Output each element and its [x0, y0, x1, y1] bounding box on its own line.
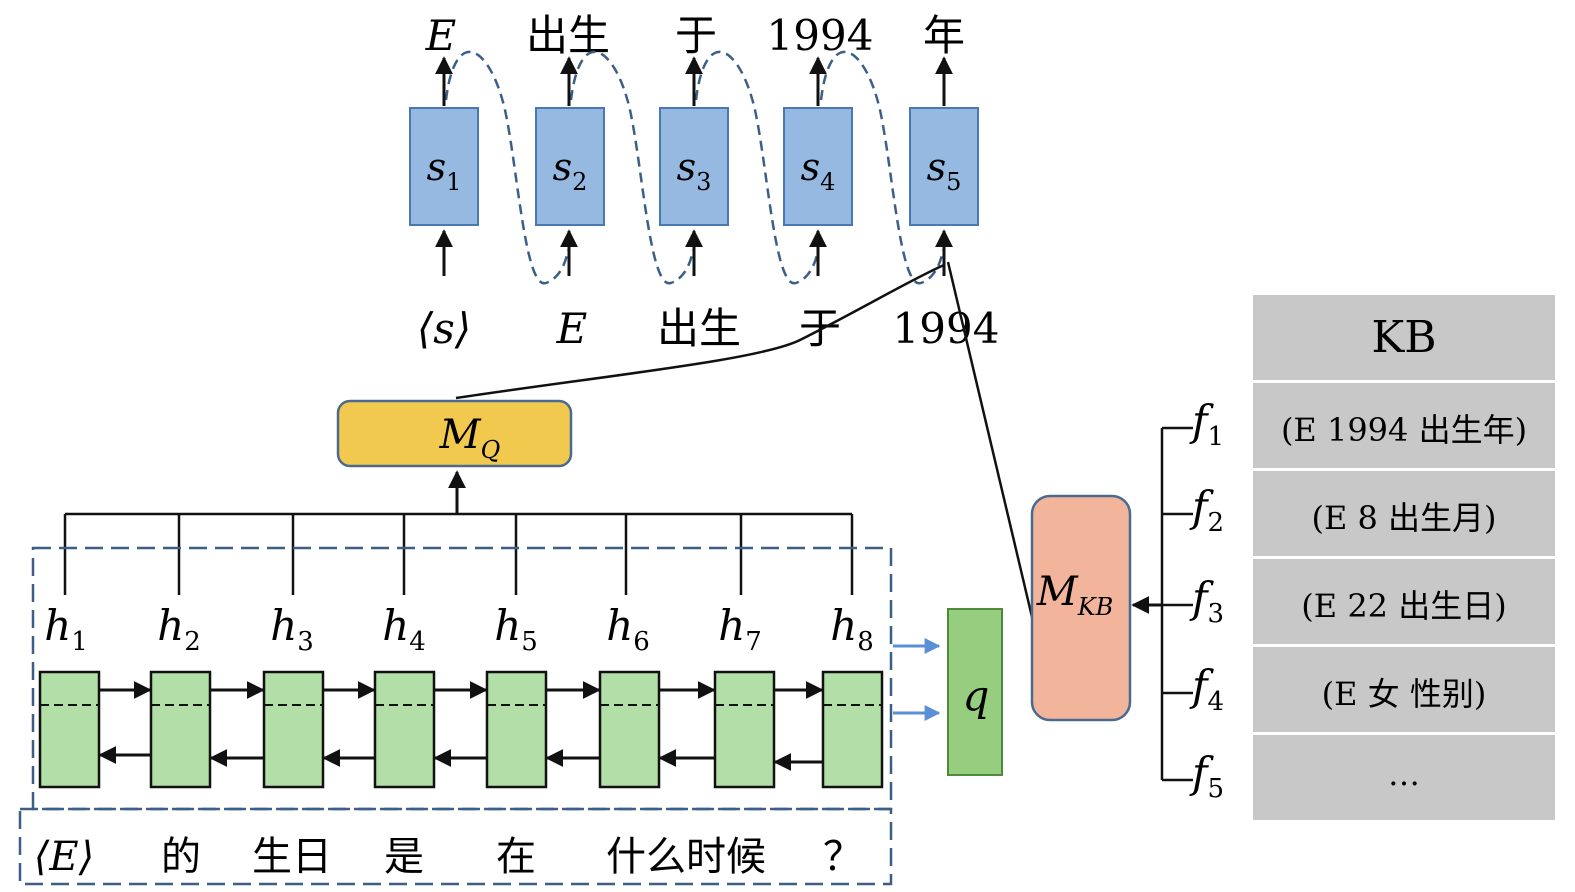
kb-row-1: (E 1994 出生年): [1281, 411, 1527, 449]
mkb-label: MKB: [1036, 569, 1114, 621]
decoder-state-label-1: s1: [427, 145, 462, 196]
attention-curve-2: [569, 50, 695, 285]
attention-curve-3: [694, 50, 820, 285]
decoder-state-box-2: [535, 107, 605, 226]
decoder-state-box-3: [659, 107, 729, 226]
encoder-cell-6: [598, 670, 661, 789]
question-token-3: 生日: [252, 834, 332, 880]
kb-row-cell-4: [1253, 647, 1555, 732]
hidden-label-8: h8: [830, 601, 874, 657]
mkb-to-s5-line: [946, 261, 1034, 618]
encoder-cell-2: [149, 670, 212, 789]
output-token-2: 出生: [526, 11, 610, 60]
mkb-box: [1030, 494, 1132, 722]
decoder-state-label-5: s5: [927, 145, 962, 196]
input-token-3: 出生: [657, 304, 741, 353]
hidden-label-7: h7: [718, 601, 762, 657]
decoder-state-box-4: [783, 107, 853, 226]
question-token-6: 什么时候: [606, 834, 766, 880]
fact-label-2: f2: [1189, 482, 1224, 538]
question-token-1: ⟨E⟩: [34, 834, 94, 880]
output-token-3: 于: [675, 11, 717, 60]
decoder: E 出生 于 1994 年 s1 s2 s3 s4 s5 ⟨s⟩: [409, 11, 1000, 353]
fact-label-5: f5: [1189, 748, 1224, 804]
output-token-5: 年: [923, 11, 965, 60]
decoder-state-label-4: s4: [801, 145, 836, 196]
kb-row-cell-3: [1253, 559, 1555, 644]
kb-row-cell-1: [1253, 383, 1555, 468]
kb-title: KB: [1371, 312, 1436, 363]
mq-to-s5-line: [455, 263, 945, 400]
decoder-state-box-5: [909, 107, 979, 226]
hidden-label-3: h3: [270, 601, 314, 657]
attention-curve-1: [444, 50, 570, 285]
mq-box: [336, 399, 573, 468]
hidden-label-4: h4: [382, 601, 426, 657]
hidden-label-1: h1: [44, 601, 88, 657]
kb-row-cell-5: [1253, 735, 1555, 820]
input-token-1: ⟨s⟩: [417, 304, 471, 353]
encoder: h1 h2 h3 h4 h5 h6 h7 h8: [18, 546, 893, 886]
mkb-module: MKB: [1030, 494, 1162, 722]
encoder-cell-4: [373, 670, 436, 789]
decoder-state-label-2: s2: [553, 145, 588, 196]
mq-label: MQ: [439, 412, 501, 464]
question-dashed-frame: [18, 807, 893, 886]
q-box: [947, 608, 1003, 776]
encoder-cell-5: [485, 670, 548, 789]
kb-row-4: (E 女 性别): [1322, 675, 1487, 713]
question-token-7: ？: [823, 834, 863, 880]
input-token-5: 1994: [893, 304, 1000, 353]
hidden-label-2: h2: [157, 601, 201, 657]
encoder-cell-3: [262, 670, 325, 789]
mq-module: MQ: [63, 399, 854, 595]
kb-row-3: (E 22 出生日): [1301, 587, 1506, 625]
attention-curve-4: [819, 50, 945, 285]
kb-row-2: (E 8 出生月): [1311, 499, 1496, 537]
kb-header-cell: [1253, 295, 1555, 380]
question-token-4: 是: [384, 834, 424, 880]
kb-row-5: …: [1388, 755, 1420, 793]
fact-bracket: [1160, 426, 1193, 782]
question-token-2: 的: [161, 834, 201, 880]
output-token-4: 1994: [767, 11, 874, 60]
q-module: q: [893, 608, 1003, 776]
hidden-label-5: h5: [494, 601, 538, 657]
decoder-state-box-1: [409, 107, 479, 226]
encoder-cell-8: [821, 670, 884, 789]
question-token-5: 在: [496, 834, 536, 880]
fact-label-4: f4: [1189, 661, 1224, 717]
output-token-1: E: [425, 11, 457, 60]
q-label: q: [963, 671, 990, 720]
encoder-cell-1: [38, 670, 101, 789]
fact-label-3: f3: [1189, 573, 1224, 629]
encoder-cell-7: [713, 670, 776, 789]
kb-table: KB (E 1994 出生年) (E 8 出生月) (E 22 出生日) (E …: [1253, 295, 1555, 820]
decoder-state-label-3: s3: [677, 145, 712, 196]
hidden-label-6: h6: [606, 601, 650, 657]
kb-row-cell-2: [1253, 471, 1555, 556]
input-token-2: E: [556, 304, 588, 353]
fact-label-1: f1: [1189, 396, 1224, 452]
